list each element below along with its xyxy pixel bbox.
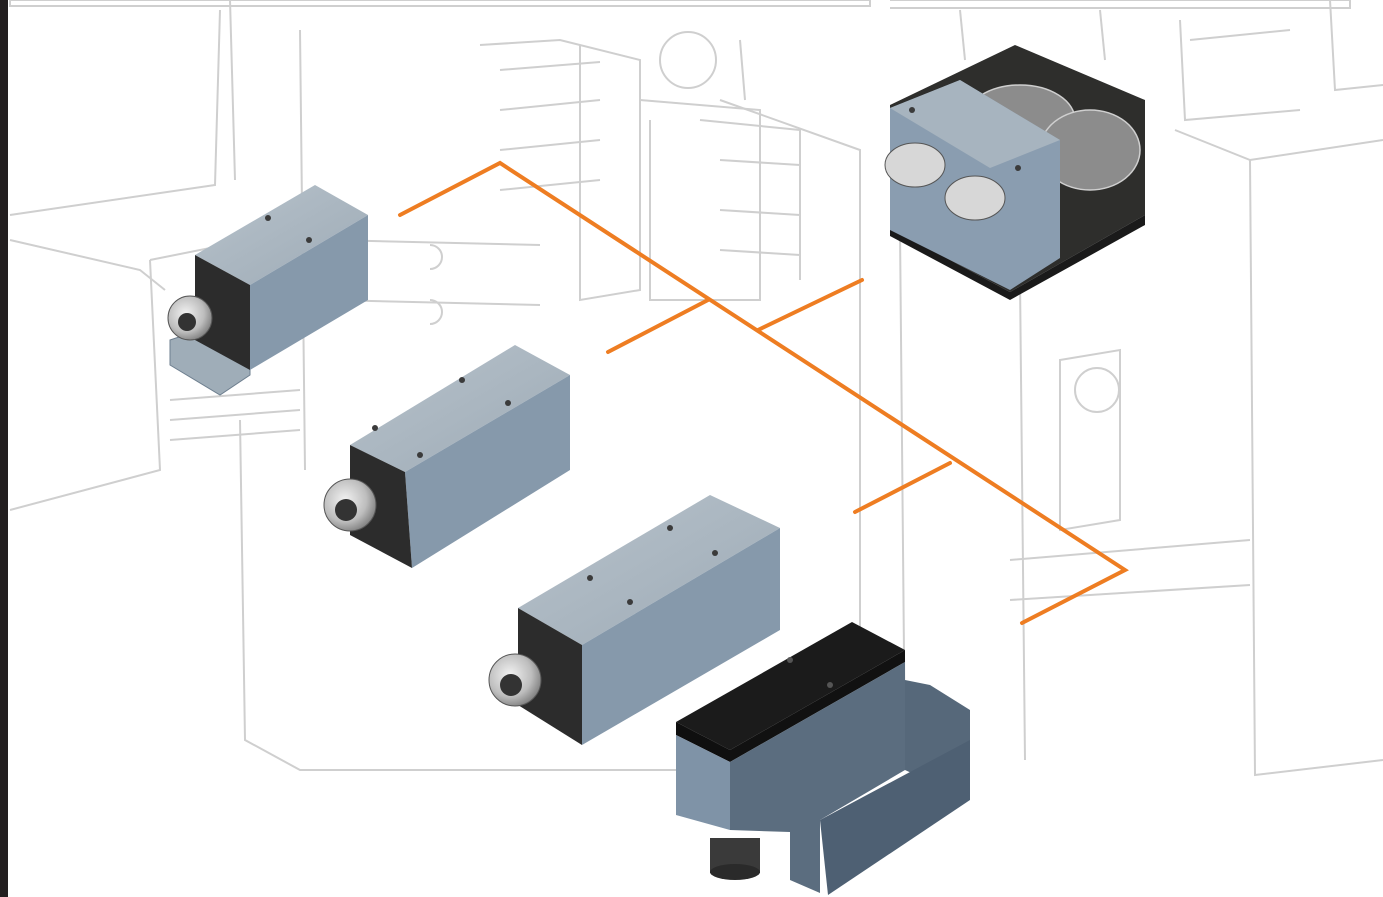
leader-line-main: [398, 160, 1129, 625]
leader-line-branch-1: [606, 298, 710, 354]
cam-disc-icon: [944, 175, 1006, 221]
left-edge-strip: [0, 0, 8, 897]
medium-tool-holder: [323, 345, 570, 568]
gear-unit: [884, 45, 1145, 300]
offset-tool-holder: [676, 622, 970, 895]
leader-line-branch-2: [756, 278, 864, 332]
callout-leader-lines: [398, 160, 1129, 625]
long-tool-holder: [488, 495, 780, 745]
leader-line-branch-3: [853, 461, 952, 514]
small-tool-holder: [167, 185, 368, 396]
cam-disc-icon: [884, 142, 946, 188]
